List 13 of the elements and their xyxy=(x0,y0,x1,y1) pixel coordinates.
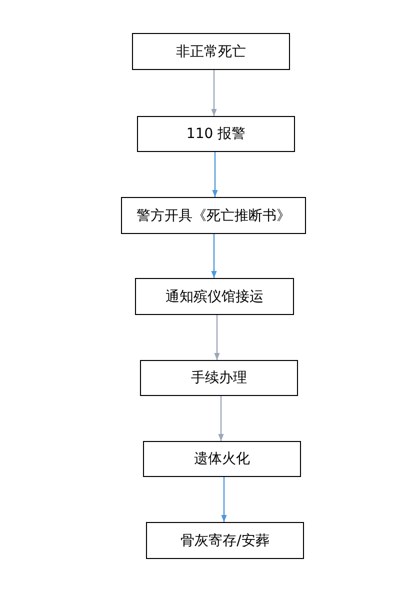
process-box: 非正常死亡 xyxy=(132,33,290,70)
arrow xyxy=(211,70,217,116)
arrow xyxy=(218,396,224,441)
process-box: 遗体火化 xyxy=(143,441,301,477)
process-box: 骨灰寄存/安葬 xyxy=(146,522,304,559)
arrow xyxy=(221,477,227,522)
process-box: 警方开具《死亡推断书》 xyxy=(121,197,306,234)
arrow xyxy=(214,315,220,360)
process-box: 通知殡仪馆接运 xyxy=(135,278,294,315)
arrow xyxy=(212,152,218,197)
process-box: 110 报警 xyxy=(137,116,295,152)
arrow xyxy=(211,234,217,278)
process-box: 手续办理 xyxy=(140,360,298,396)
